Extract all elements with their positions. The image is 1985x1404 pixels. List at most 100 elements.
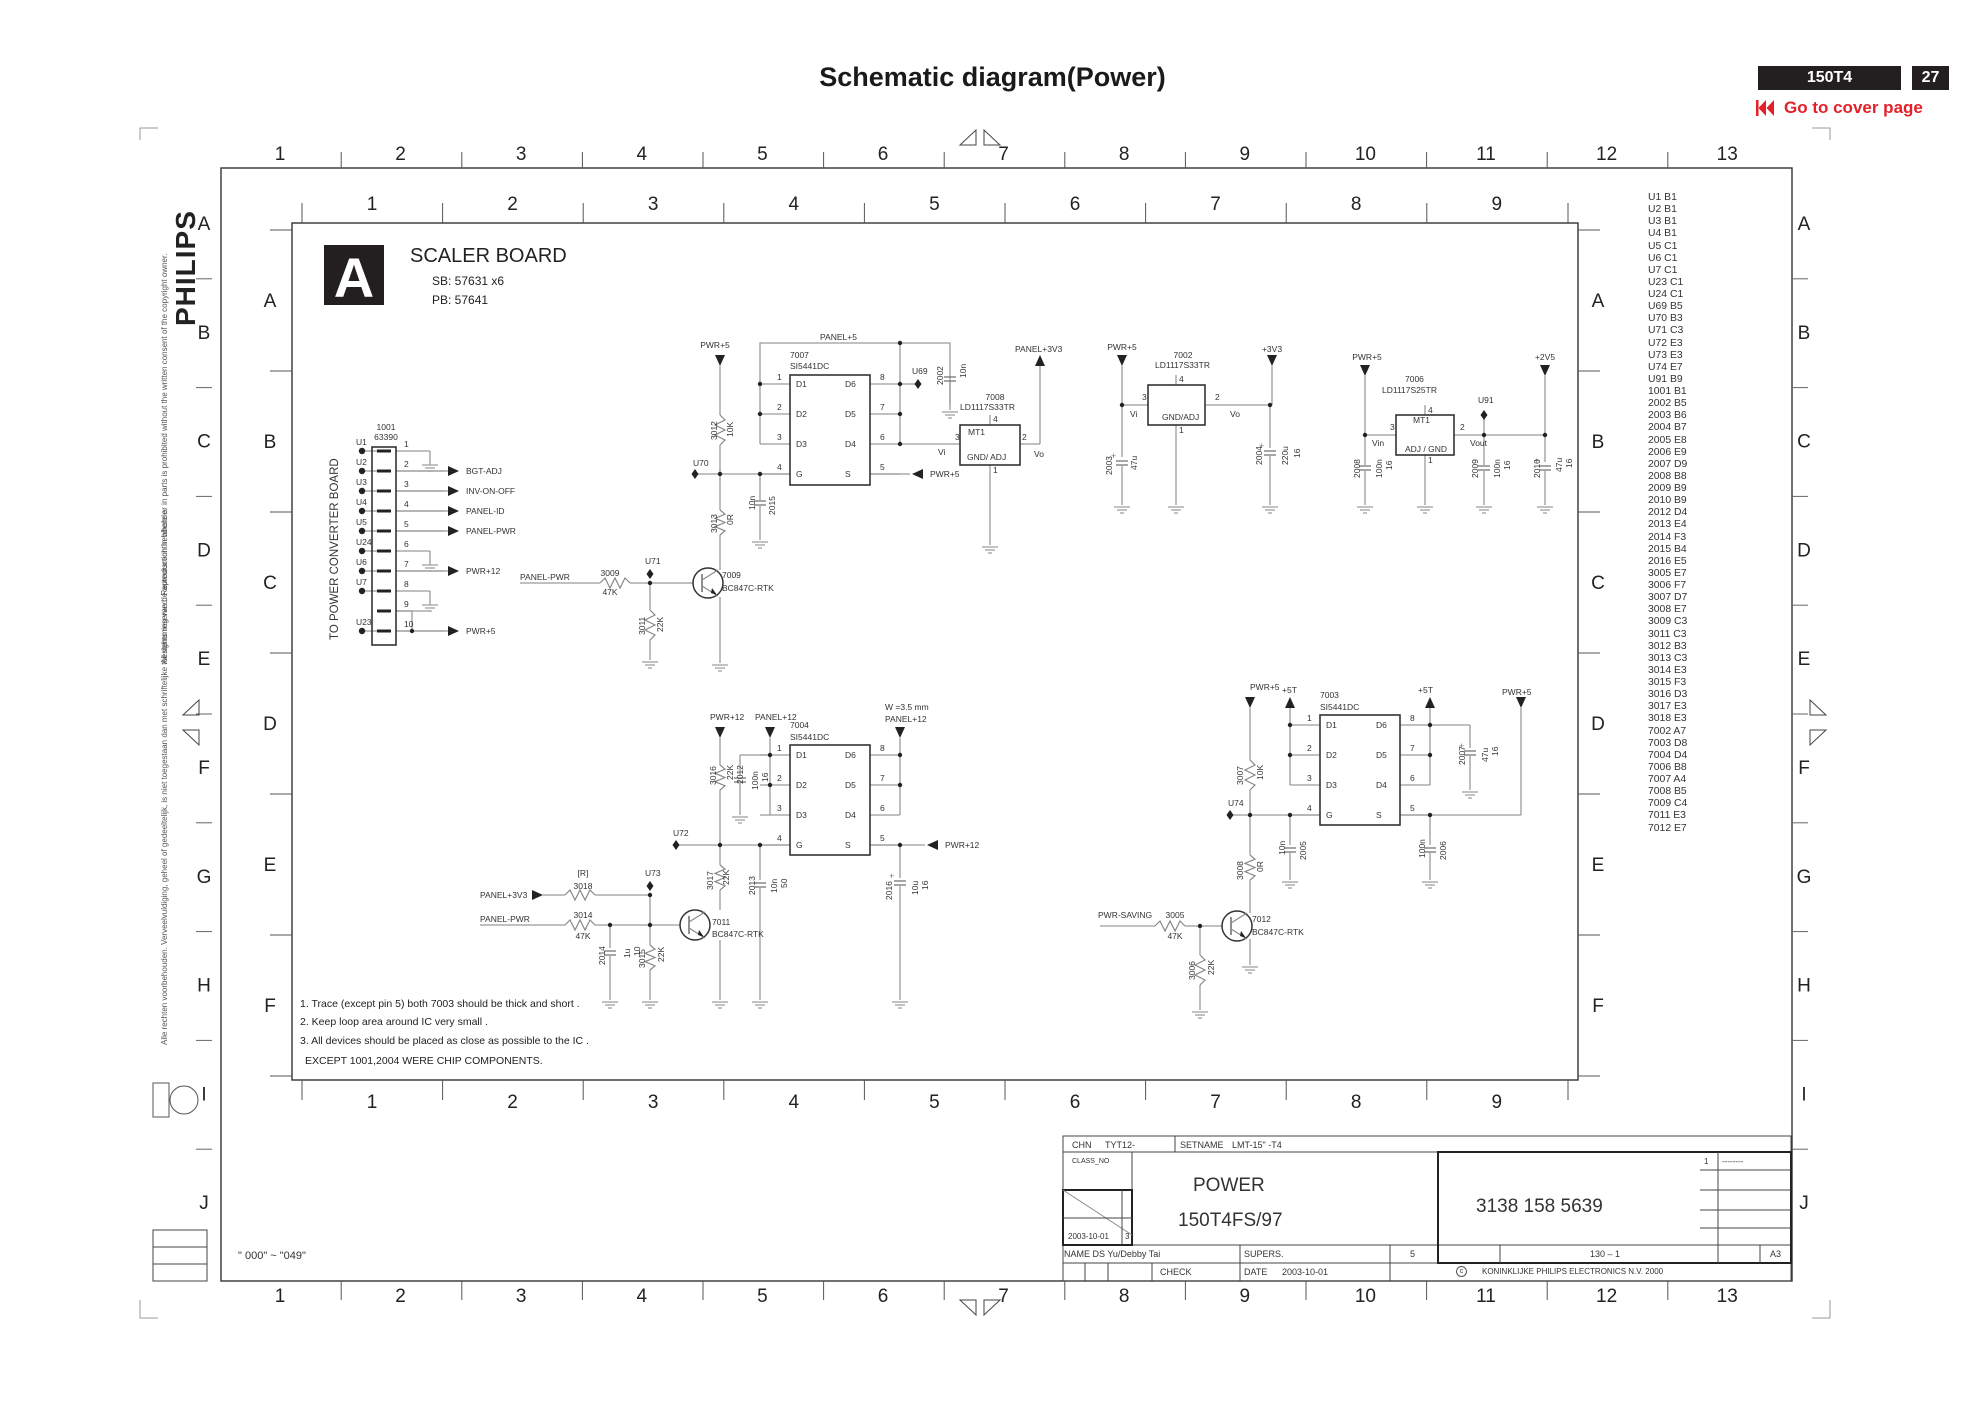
connector-pin-number: 1	[404, 439, 409, 449]
outer-column-label: 10	[1355, 1286, 1376, 1307]
res-ref: 3012	[709, 421, 719, 440]
pin-name: D4	[845, 810, 856, 820]
connector-pin-number: 3	[404, 479, 409, 489]
transistor-collector	[701, 569, 719, 581]
pin-number: 7	[1410, 743, 1415, 753]
tb-supers-label: SUPERS.	[1244, 1249, 1284, 1259]
outer-column-label: 9	[1240, 1286, 1251, 1307]
res-ref: 3014	[574, 910, 593, 920]
ground-icon	[1191, 1011, 1209, 1019]
outer-row-label: G	[1797, 867, 1812, 888]
cap-value: 10n	[958, 364, 968, 378]
outer-column-label: 1	[275, 1286, 286, 1307]
junction-dot	[647, 892, 653, 898]
board-pb: PB: 57641	[432, 293, 488, 307]
polarity-plus: +	[1459, 741, 1464, 751]
pin-name: D6	[845, 379, 856, 389]
cap-ref: 2014	[597, 946, 607, 965]
cap-ref: 2016	[884, 881, 894, 900]
ic-7002-part: LD1117S33TR	[1155, 360, 1210, 370]
cap-voltage: 50	[779, 878, 789, 888]
ic-7004-ref: 7004	[790, 720, 809, 730]
test-point-icon	[1480, 410, 1488, 420]
outer-column-label: 2	[395, 144, 406, 165]
index-entry: U23 C1	[1648, 276, 1684, 288]
junction-dot	[1267, 402, 1273, 408]
test-point-icon	[646, 569, 654, 579]
junction-dot	[409, 628, 415, 634]
go-to-cover-page-link[interactable]: Go to cover page	[1756, 98, 1923, 118]
inner-frame	[291, 222, 1579, 1081]
net-label-pwr5: PWR+5	[700, 340, 730, 350]
test-point-icon	[646, 881, 654, 891]
inner-column-label: 7	[1210, 1092, 1221, 1113]
resistor-symbol	[1154, 919, 1186, 933]
pin-number: 6	[880, 803, 885, 813]
signal-arrow-right-icon	[448, 506, 459, 516]
cap-value: 1u	[622, 948, 632, 958]
power-arrow-down-icon	[1360, 365, 1370, 376]
model-badge: 150T4	[1758, 66, 1901, 90]
inner-column-label: 3	[648, 194, 659, 215]
ic-7003-body	[1319, 714, 1401, 826]
net-label-pwr12: PWR+12	[945, 840, 980, 850]
ic-7002-body	[1147, 384, 1206, 426]
skip-to-start-icon	[1756, 100, 1774, 116]
res-value: 10K	[725, 422, 735, 437]
connector-net-label: INV-ON-OFF	[466, 486, 515, 496]
ic-7004-body	[789, 744, 871, 856]
cap-ref: 2004	[1254, 446, 1264, 465]
cap-ref: 2009	[1470, 459, 1480, 478]
ground-icon	[1261, 506, 1279, 514]
pin-number: 7	[880, 402, 885, 412]
res-value: 22K	[1206, 960, 1216, 975]
outer-row-label: B	[198, 323, 211, 344]
pin-name: G	[796, 469, 803, 479]
index-entry: 2016 E5	[1648, 555, 1687, 567]
inner-column-label: 9	[1492, 194, 1503, 215]
index-entry: 7009 C4	[1648, 798, 1688, 810]
polarity-plus: +	[1259, 441, 1264, 451]
ic-7008-mt1: MT1	[968, 427, 985, 437]
connector-net-label: BGT-ADJ	[466, 466, 502, 476]
cap-ref: 2002	[935, 366, 945, 385]
junction-dot	[1362, 432, 1368, 438]
ground-icon	[711, 1001, 729, 1009]
net-label-panelpwr: PANEL-PWR	[520, 572, 570, 582]
pin-name: G	[796, 840, 803, 850]
resistor-symbol	[599, 576, 631, 590]
ic-7003-part: SI5441DC	[1320, 702, 1359, 712]
connector-test-label: U3	[356, 477, 367, 487]
junction-dot	[767, 752, 773, 758]
inner-row-label: D	[263, 714, 277, 735]
res-value: 0R	[1255, 861, 1265, 872]
net-label-2v5: +2V5	[1535, 352, 1555, 362]
pin-number: 5	[1410, 803, 1415, 813]
test-point-dot	[358, 487, 366, 495]
res-value: 22K	[721, 870, 731, 885]
test-point-icon	[914, 379, 922, 389]
tb-date: 2003-10-01	[1282, 1267, 1329, 1277]
tb-code: 130 – 1	[1590, 1249, 1621, 1259]
pin-name: D4	[845, 439, 856, 449]
outer-row-label: C	[1797, 432, 1811, 453]
connector-test-label: U2	[356, 457, 367, 467]
cap-value: 100n	[1417, 839, 1427, 858]
transistor-ref: 7012	[1252, 914, 1271, 924]
index-entry: U72 E3	[1648, 337, 1683, 349]
index-entry: U2 B1	[1648, 204, 1677, 216]
ic-7006-mt1: MT1	[1413, 415, 1430, 425]
cap-value: 100n	[1374, 459, 1384, 478]
pin-number: 6	[880, 432, 885, 442]
pin-number: 3	[1390, 422, 1395, 432]
outer-column-label: 7	[998, 144, 1009, 165]
transistor-collector	[688, 911, 706, 923]
connector-1001-body	[371, 446, 397, 646]
index-entry: 3014 E3	[1648, 664, 1687, 676]
connector-test-label: U7	[356, 577, 367, 587]
cap-ref: 2007	[1457, 746, 1467, 765]
inner-row-label: C	[263, 573, 277, 594]
res-value: 47K	[575, 931, 590, 941]
